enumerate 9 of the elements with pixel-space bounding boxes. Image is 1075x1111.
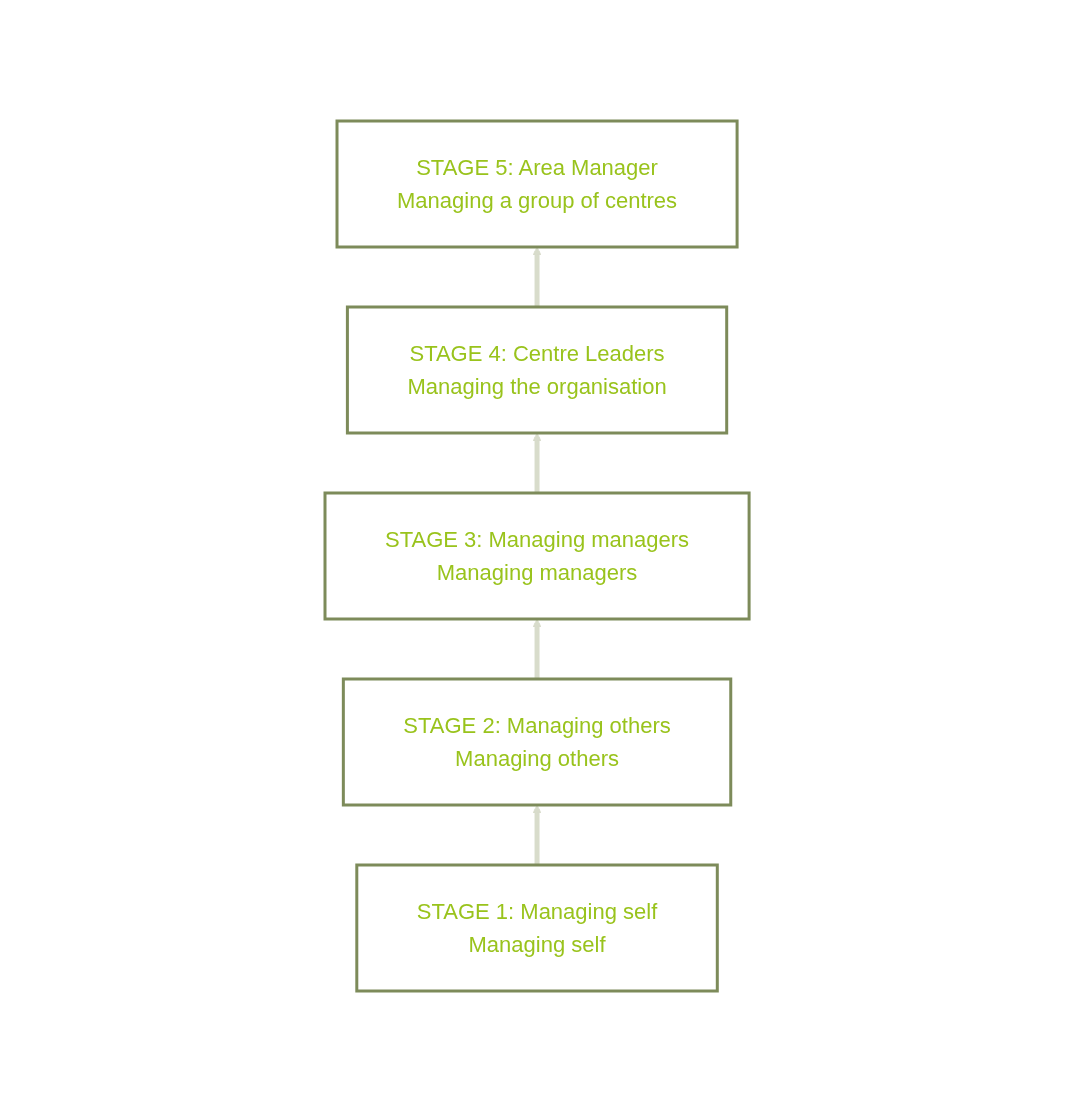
arrow <box>533 432 542 493</box>
node-box: STAGE 2: Managing others Managing others <box>342 677 733 806</box>
arrow <box>533 246 542 307</box>
arrow <box>533 804 542 865</box>
node-box: STAGE 4: Centre Leaders Managing the organisation <box>346 305 729 434</box>
node-box: STAGE 5: Area Manager Managing a group of centres <box>335 119 740 248</box>
arrow <box>533 618 542 679</box>
node-box: STAGE 1: Managing self Managing self <box>355 863 720 992</box>
node-box: STAGE 3: Managing managers Managing managers <box>323 491 752 620</box>
